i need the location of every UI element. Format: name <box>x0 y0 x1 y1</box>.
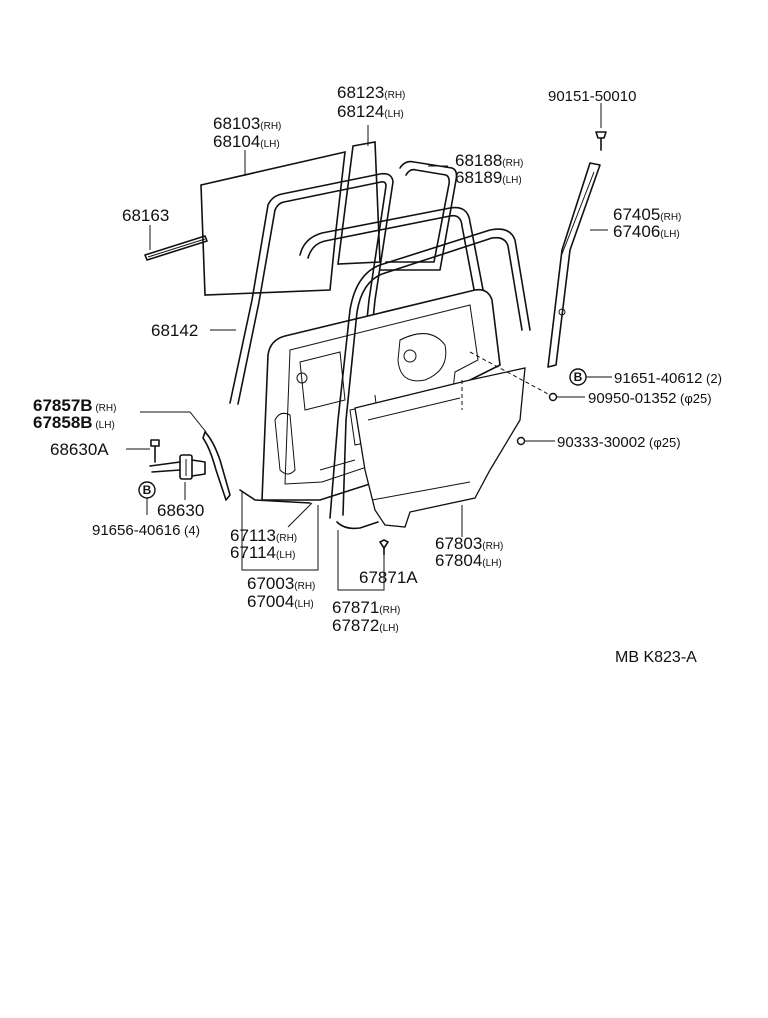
label-67004: 67004(LH) <box>247 592 314 611</box>
label-67871A: 67871A <box>359 568 418 587</box>
label-68189: 68189(LH) <box>455 168 522 187</box>
lower-weatherstrip <box>239 489 311 504</box>
leader-lines <box>126 103 612 591</box>
label-90151: 90151-50010 <box>548 88 636 105</box>
label-90950: 90950-01352 (φ25) <box>588 390 712 407</box>
svg-text:B: B <box>143 483 152 497</box>
label-68630: 68630 <box>157 501 204 520</box>
service-hole-cover <box>354 367 526 528</box>
diagram-id: MB K823-A <box>615 649 697 666</box>
marker-b-left: B <box>138 481 156 499</box>
label-68163: 68163 <box>122 206 169 225</box>
division-channel <box>379 160 458 271</box>
label-67405: 67405(RH) <box>613 205 681 224</box>
label-67003: 67003(RH) <box>247 574 315 593</box>
side-weatherstrip <box>202 431 231 501</box>
label-67858B: 67858B (LH) <box>33 413 115 432</box>
label-68142: 68142 <box>151 321 198 340</box>
label-91651: 91651-40612 (2) <box>614 370 722 387</box>
marker-b-right: B <box>569 368 587 386</box>
label-67871: 67871(RH) <box>332 598 400 617</box>
hinge-bolt <box>150 439 160 463</box>
screw-90151 <box>595 131 607 151</box>
label-68124: 68124(LH) <box>337 102 404 121</box>
clip-plug <box>379 392 558 556</box>
label-67804: 67804(LH) <box>435 551 502 570</box>
callout-labels: 68123(RH) 68124(LH) 68103(RH) 68104(LH) … <box>33 83 722 666</box>
label-90333: 90333-30002 (φ25) <box>557 434 681 451</box>
label-67803: 67803(RH) <box>435 534 503 553</box>
glass-run-frame <box>229 172 394 446</box>
label-68103: 68103(RH) <box>213 114 281 133</box>
label-67113: 67113(RH) <box>230 526 297 545</box>
label-68630A: 68630A <box>50 440 109 459</box>
door-weatherstrip <box>329 228 531 530</box>
glass-run-channel <box>547 162 601 368</box>
svg-text:B: B <box>574 370 583 384</box>
door-sash <box>299 206 486 381</box>
belt-weatherstrip <box>144 235 208 261</box>
label-67857B: 67857B (RH) <box>33 396 116 415</box>
label-67114: 67114(LH) <box>230 543 295 562</box>
label-68188: 68188(RH) <box>455 151 523 170</box>
label-67872: 67872(LH) <box>332 616 399 635</box>
label-68104: 68104(LH) <box>213 132 280 151</box>
door-check <box>149 454 206 480</box>
label-68123: 68123(RH) <box>337 83 405 102</box>
label-91656: 91656-40616 (4) <box>92 522 200 539</box>
label-67406: 67406(LH) <box>613 222 680 241</box>
